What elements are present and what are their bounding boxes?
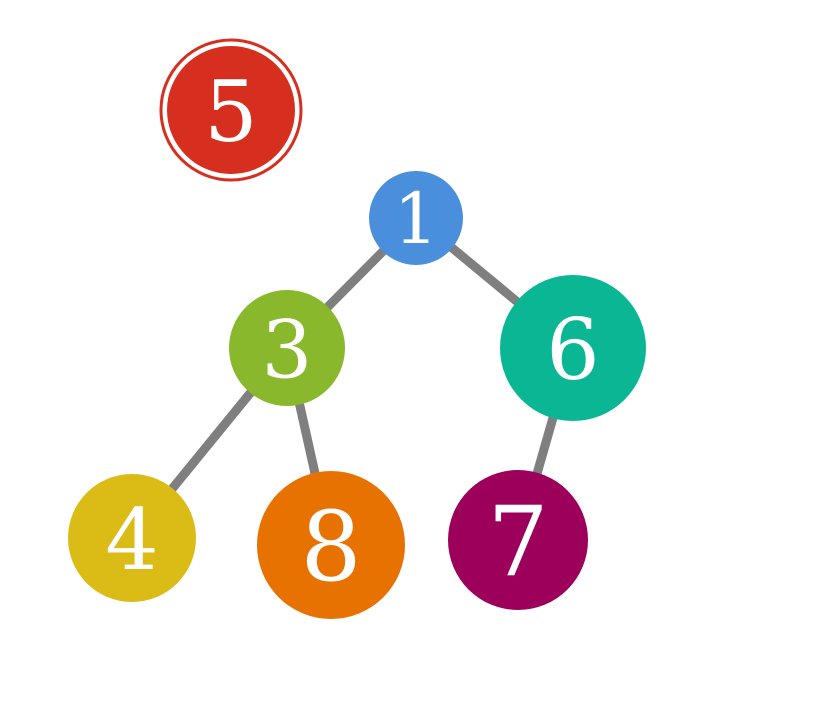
- node-1: 1: [369, 171, 463, 265]
- node-1-circle: [369, 171, 463, 265]
- node-8: 8: [257, 471, 405, 619]
- node-4-circle: [68, 474, 196, 602]
- node-4-label: 4: [105, 491, 158, 589]
- detached-node-circle: [167, 46, 295, 174]
- node-6-circle: [500, 275, 646, 421]
- detached-node-label: 5: [204, 63, 257, 161]
- node-7-label: 7: [487, 486, 548, 598]
- node-8-label: 8: [300, 491, 361, 603]
- node-3-label: 3: [262, 304, 313, 397]
- node-8-circle: [257, 471, 405, 619]
- detached-node-5: 5: [159, 38, 303, 182]
- node-6-label: 6: [546, 301, 599, 399]
- node-6: 6: [500, 275, 646, 421]
- node-4: 4: [68, 474, 196, 602]
- node-3: 3: [229, 290, 345, 406]
- node-7: 7: [448, 470, 588, 610]
- node-3-circle: [229, 290, 345, 406]
- node-7-circle: [448, 470, 588, 610]
- node-1-label: 1: [394, 178, 439, 260]
